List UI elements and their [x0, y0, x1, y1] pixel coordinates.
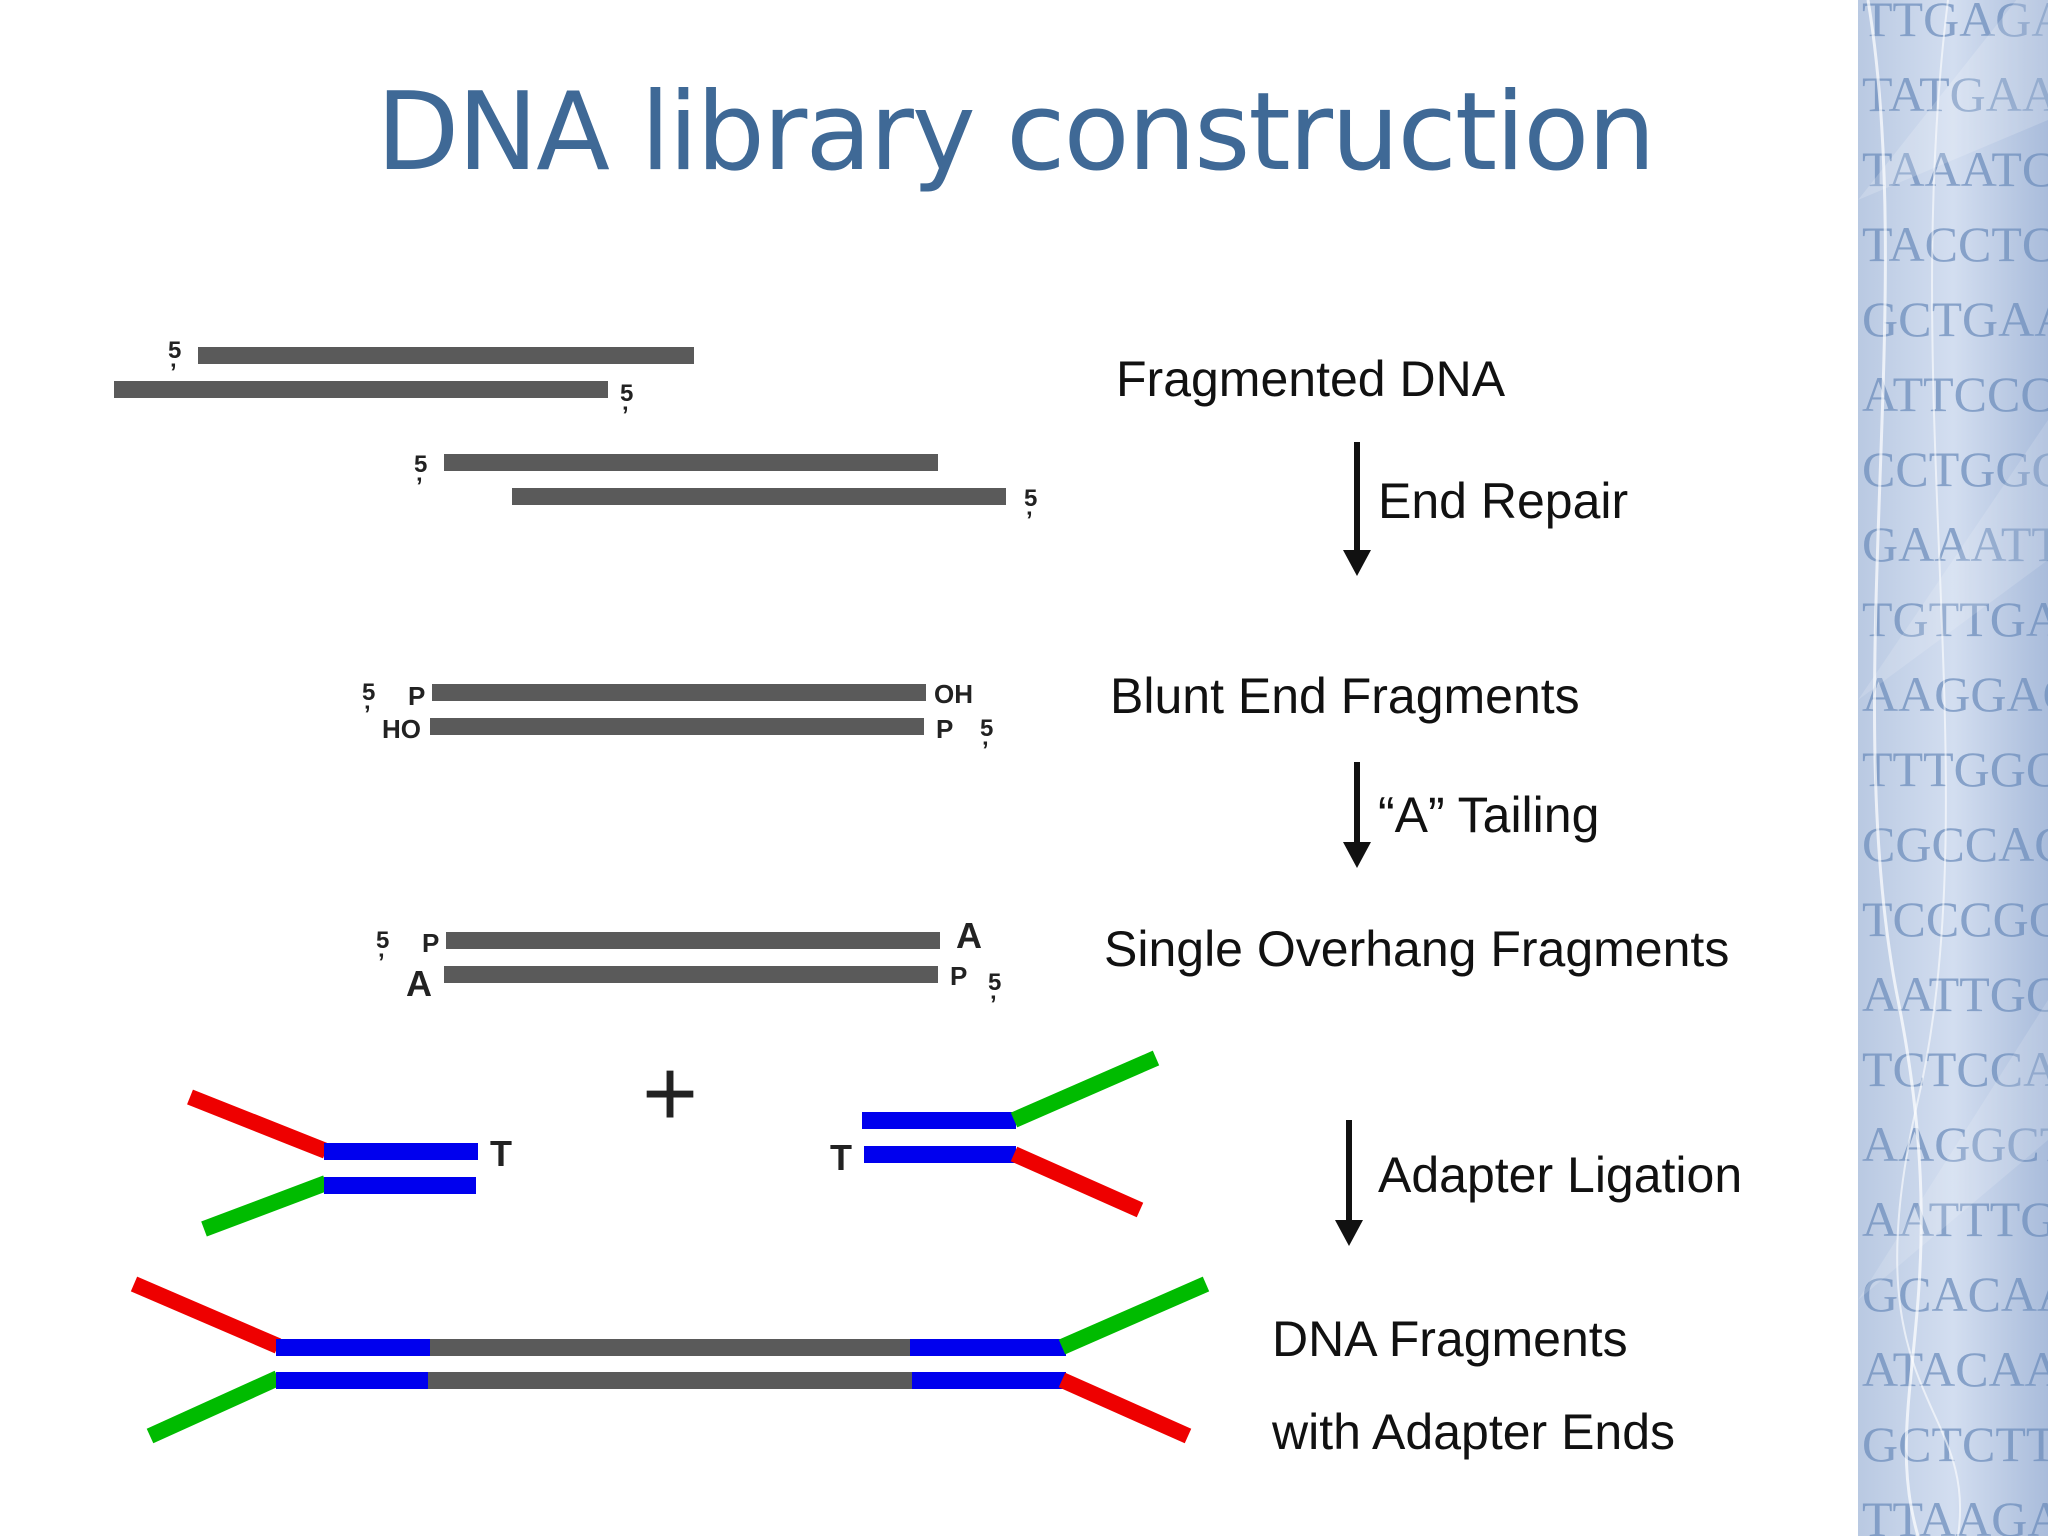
label-adapter-ligation: Adapter Ligation — [1378, 1147, 1743, 1203]
slide-title: DNA library construction — [376, 70, 1656, 195]
fragment-1-bottom-strand — [114, 381, 608, 398]
background-sequence-line: AATTTGA — [1862, 1191, 2048, 1247]
five-prime-label: 5 — [980, 715, 993, 742]
plus-sign: + — [642, 1040, 698, 1147]
five-prime-label: 5 — [988, 969, 1001, 996]
fragment-2-top-strand — [444, 454, 938, 471]
phosphate-label: P — [408, 681, 425, 711]
background-sequence-line: CGCCAGG — [1862, 816, 2048, 872]
phosphate-label: P — [422, 928, 439, 958]
label-blunt-end: Blunt End Fragments — [1110, 668, 1580, 724]
five-prime-label: 5 — [168, 337, 181, 364]
hydroxyl-label: OH — [934, 679, 973, 709]
prime-mark: ’ — [622, 402, 629, 429]
background-sequence-line: GCTGAAAC — [1862, 291, 2048, 347]
background-sequence-line: AATTGCC — [1862, 966, 2048, 1022]
prime-mark: ’ — [364, 701, 371, 728]
background-sequence-line: AAGGCTT — [1862, 1116, 2048, 1172]
fragment-1-top-strand — [198, 347, 694, 364]
hydroxyl-label: HO — [382, 714, 421, 744]
prime-mark: ’ — [1026, 507, 1033, 534]
background-sequence-line: TATGAAGC — [1862, 66, 2048, 122]
prime-mark: ’ — [416, 473, 423, 500]
label-a-tailing: “A” Tailing — [1378, 787, 1600, 843]
background-sequence-line: GAAATTA — [1862, 516, 2048, 572]
background-sequence-line: TAAATCTG — [1862, 141, 2048, 197]
five-prime-label: 5 — [362, 679, 375, 706]
blunt-top-strand — [432, 684, 926, 701]
arrow-a-tailing — [1343, 762, 1371, 868]
label-final-line1: DNA Fragments — [1272, 1311, 1628, 1367]
background-sequence-line: AAGGAGT — [1862, 666, 2048, 722]
adenine-overhang: A — [406, 963, 432, 1004]
arrow-end-repair — [1343, 442, 1371, 576]
five-prime-label: 5 — [414, 451, 427, 478]
five-prime-label: 5 — [1024, 485, 1037, 512]
phosphate-label: P — [936, 714, 953, 744]
thymine-overhang: T — [830, 1137, 852, 1178]
prime-mark: ’ — [378, 949, 385, 976]
background-sequence-line: TTTGGGT — [1862, 741, 2048, 797]
background-sequence-line: TCTCCAG — [1862, 1041, 2048, 1097]
background-sequence-line: TTGAGAT — [1862, 0, 2048, 47]
prime-mark: ’ — [170, 359, 177, 386]
adenine-overhang: A — [956, 915, 982, 956]
background-sequence-line: GCACAAG — [1862, 1266, 2048, 1322]
arrow-adapter-ligation — [1335, 1120, 1363, 1246]
label-final-line2: with Adapter Ends — [1272, 1404, 1676, 1460]
prime-mark: ’ — [982, 737, 989, 764]
label-end-repair: End Repair — [1378, 473, 1629, 529]
background-sequence-line: ATACAAC — [1862, 1341, 2048, 1397]
blunt-bottom-strand — [430, 718, 924, 735]
prime-mark: ’ — [990, 991, 997, 1018]
background-sequence-line: TTAAGAA — [1862, 1491, 2048, 1536]
ligated-product — [130, 1276, 1210, 1444]
label-fragmented-dna: Fragmented DNA — [1116, 351, 1506, 407]
five-prime-label: 5 — [620, 380, 633, 407]
five-prime-label: 5 — [376, 927, 389, 954]
right-adapter — [862, 1050, 1160, 1218]
thymine-overhang: T — [490, 1133, 512, 1174]
left-adapter — [187, 1089, 478, 1237]
overhang-bottom-strand — [444, 966, 938, 983]
background-sequence-line: TACCTCCT — [1862, 216, 2048, 272]
phosphate-label: P — [950, 961, 967, 991]
overhang-top-strand — [446, 932, 940, 949]
label-single-overhang: Single Overhang Fragments — [1104, 921, 1730, 977]
fragment-2-bottom-strand — [512, 488, 1006, 505]
decorative-sequence-panel: TTGAGAT TATGAAGC TAAATCTG TACCTCCT GCTGAAAC A… — [1858, 0, 2048, 1536]
background-sequence-line: ATTCCCCT — [1862, 366, 2048, 422]
